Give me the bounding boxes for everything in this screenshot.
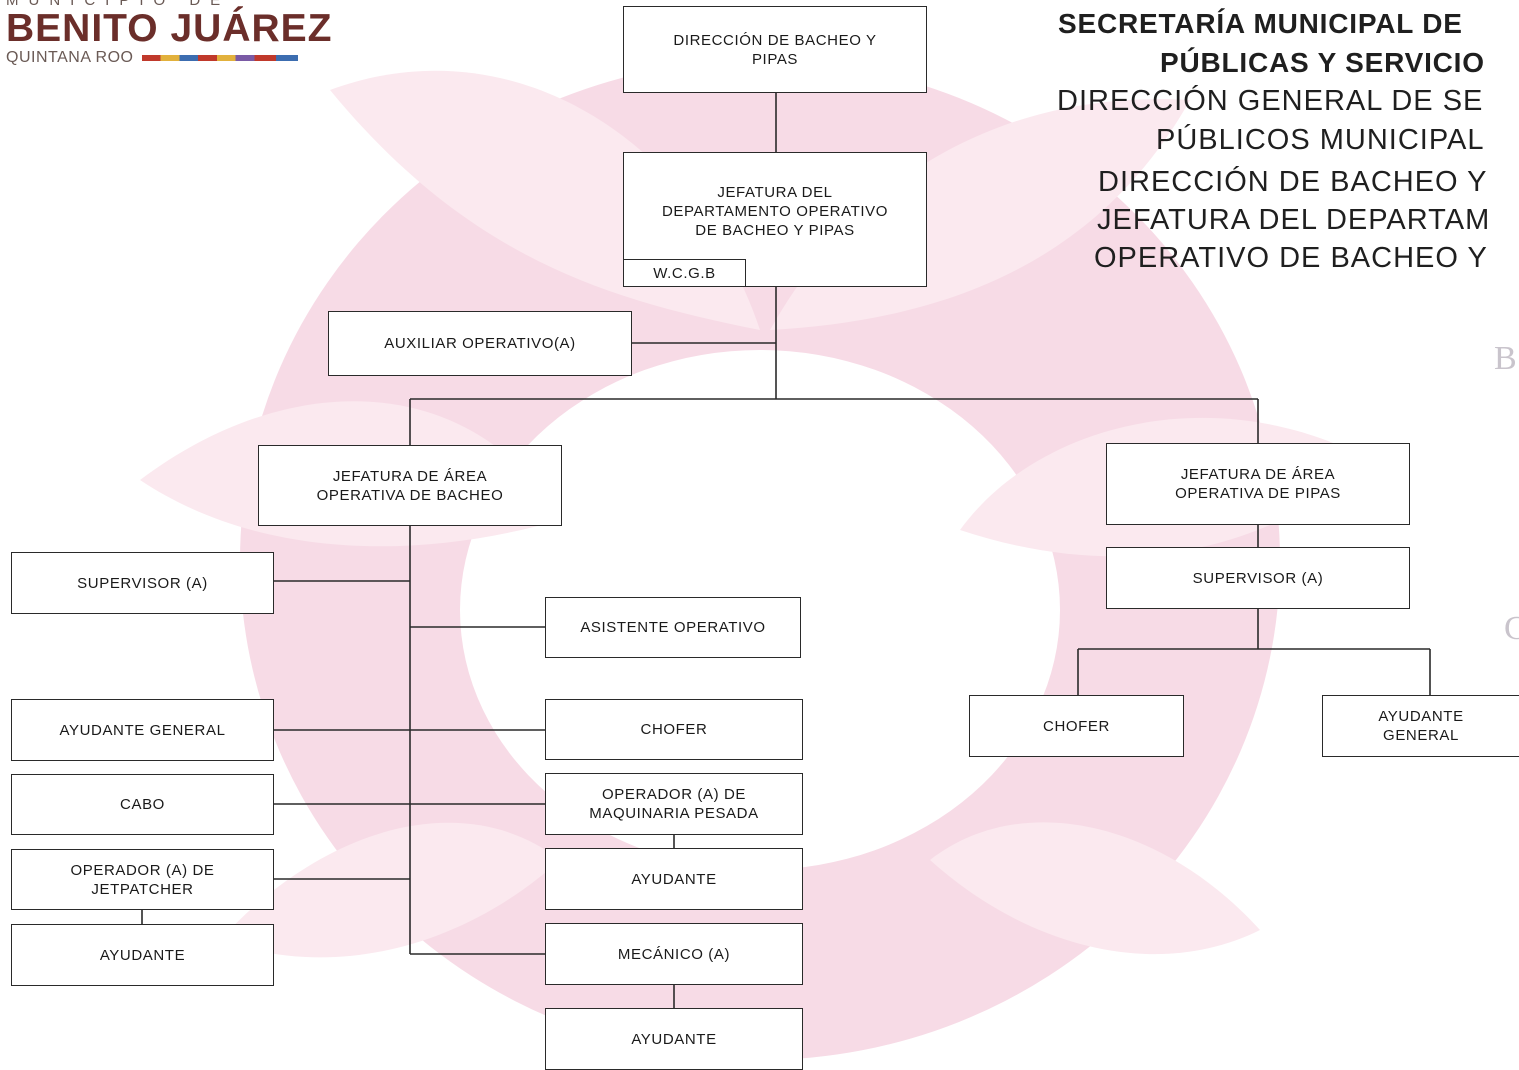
org-box-operador-jetpatcher-label: OPERADOR (A) DE JETPATCHER	[70, 861, 215, 898]
org-box-jefatura-pipas-label: JEFATURA DE ÁREA OPERATIVA DE PIPAS	[1175, 466, 1341, 502]
logo-stripe-icon	[141, 55, 298, 61]
logo-municipio-text: MUNICIPIO DE	[6, 0, 231, 9]
org-box-operador-jetpatcher: OPERADOR (A) DE JETPATCHER	[11, 849, 274, 910]
org-box-ayudante-general-left: AYUDANTE GENERAL	[11, 699, 274, 761]
org-box-auxiliar-label: AUXILIAR OPERATIVO(A)	[384, 335, 576, 352]
org-box-supervisor-pipas: SUPERVISOR (A)	[1106, 547, 1410, 609]
side-letter-c: C	[1504, 610, 1519, 647]
org-box-ayudante-center: AYUDANTE	[545, 848, 803, 910]
org-box-cabo: CABO	[11, 774, 274, 835]
org-box-asistente: ASISTENTE OPERATIVO	[545, 597, 801, 658]
header-line-6: JEFATURA DEL DEPARTAM	[1097, 204, 1491, 236]
org-box-ayudante-bottom-label: AYUDANTE	[631, 1030, 717, 1048]
org-box-auxiliar: AUXILIAR OPERATIVO(A)	[328, 311, 632, 376]
org-box-direccion-label: DIRECCIÓN DE BACHEO Y PIPAS	[673, 31, 877, 68]
header-line-2: PÚBLICAS Y SERVICIO	[1160, 47, 1485, 78]
org-box-ayudante-general-right: AYUDANTE GENERAL	[1322, 695, 1519, 757]
initials-label: W.C.G.B	[653, 264, 716, 282]
logo-name: BENITO JUÁREZ	[6, 7, 333, 50]
header-line-4: PÚBLICOS MUNICIPAL	[1156, 124, 1485, 156]
org-box-ayudante-left-label: AYUDANTE	[99, 946, 186, 964]
org-box-chofer-pipas: CHOFER	[969, 695, 1184, 757]
org-box-ayudante-left: AYUDANTE	[11, 924, 274, 986]
org-box-operador-maquinaria-label: OPERADOR (A) DE MAQUINARIA PESADA	[589, 786, 759, 822]
org-box-chofer-bacheo: CHOFER	[545, 699, 803, 760]
header-line-7: OPERATIVO DE BACHEO Y	[1094, 242, 1488, 274]
logo-state: QUINTANA ROO	[6, 49, 134, 66]
org-box-operador-maquinaria: OPERADOR (A) DE MAQUINARIA PESADA	[545, 773, 803, 835]
header-line-5: DIRECCIÓN DE BACHEO Y	[1098, 166, 1488, 198]
org-box-jefatura-pipas: JEFATURA DE ÁREA OPERATIVA DE PIPAS	[1106, 443, 1410, 525]
org-box-jefatura-bacheo: JEFATURA DE ÁREA OPERATIVA DE BACHEO	[258, 445, 562, 526]
org-box-chofer-bacheo-label: CHOFER	[640, 721, 708, 738]
org-box-jefatura-bacheo-label: JEFATURA DE ÁREA OPERATIVA DE BACHEO	[316, 467, 504, 504]
org-box-cabo-label: CABO	[120, 796, 165, 813]
org-box-jefatura-depto-label: JEFATURA DEL DEPARTAMENTO OPERATIVO DE B…	[661, 184, 888, 239]
org-box-supervisor-bacheo: SUPERVISOR (A)	[11, 552, 274, 614]
header-line-3: DIRECCIÓN GENERAL DE SE	[1057, 85, 1484, 117]
org-box-ayudante-general-right-label: AYUDANTE GENERAL	[1378, 708, 1464, 744]
org-box-mecanico: MECÁNICO (A)	[545, 923, 803, 985]
header-line-1: SECRETARÍA MUNICIPAL DE	[1058, 8, 1463, 39]
municipio-logo: MUNICIPIO DE BENITO JUÁREZ QUINTANA ROO	[6, 0, 333, 67]
org-box-mecanico-label: MECÁNICO (A)	[617, 945, 731, 963]
org-box-ayudante-general-left-label: AYUDANTE GENERAL	[59, 721, 226, 739]
org-box-supervisor-pipas-label: SUPERVISOR (A)	[1192, 569, 1324, 587]
org-box-ayudante-bottom: AYUDANTE	[545, 1008, 803, 1070]
org-box-asistente-label: ASISTENTE OPERATIVO	[580, 619, 766, 636]
side-letter-b: B	[1494, 340, 1517, 377]
org-box-chofer-pipas-label: CHOFER	[1043, 717, 1110, 735]
logo-state-row: QUINTANA ROO	[6, 49, 333, 67]
org-box-ayudante-center-label: AYUDANTE	[631, 870, 717, 888]
org-box-direccion: DIRECCIÓN DE BACHEO Y PIPAS	[623, 6, 927, 93]
initials-tag: W.C.G.B	[623, 259, 746, 287]
org-box-supervisor-bacheo-label: SUPERVISOR (A)	[77, 574, 208, 592]
